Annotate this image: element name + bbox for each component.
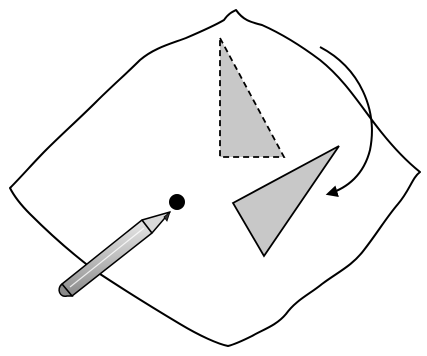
pivot-dot xyxy=(169,194,185,210)
